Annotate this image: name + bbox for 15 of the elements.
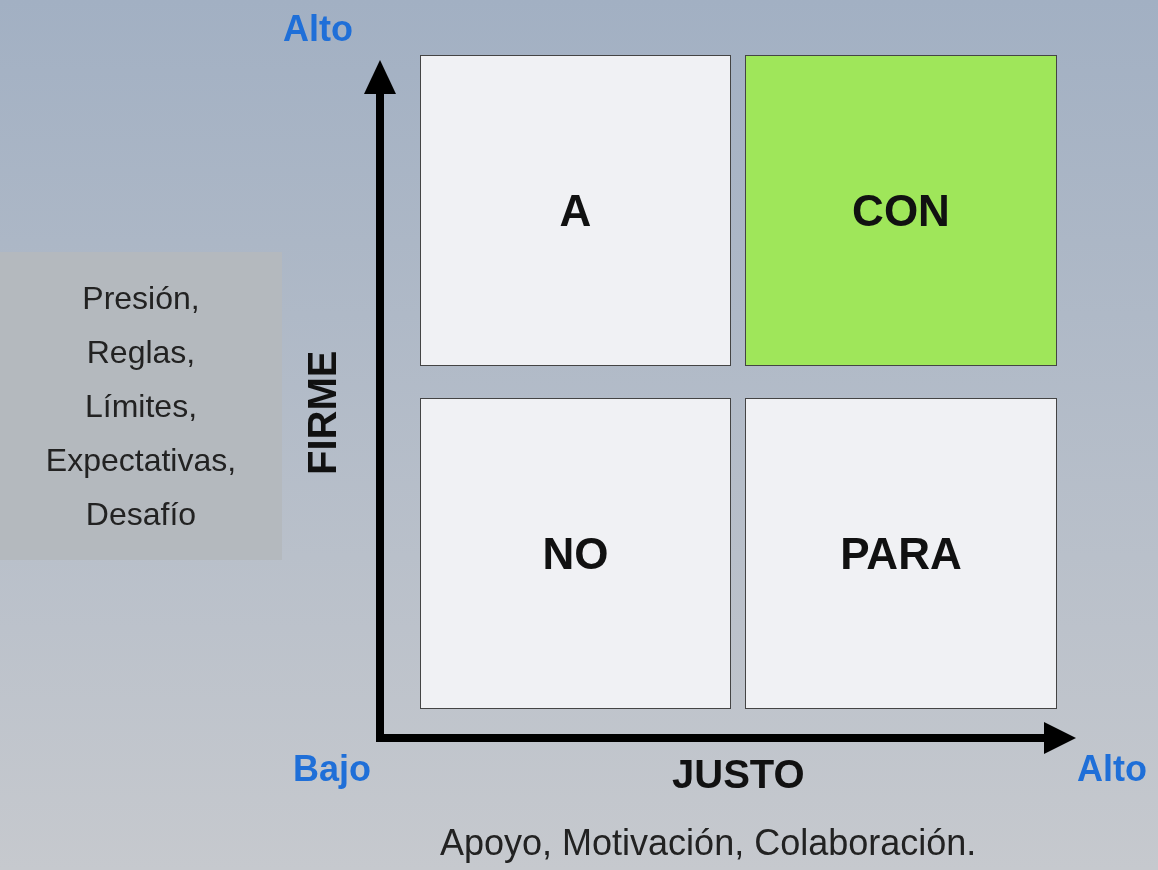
quadrant-box [420, 55, 731, 366]
axis-low-label: Bajo [293, 748, 371, 790]
axis-high-label: Alto [1077, 748, 1147, 790]
quadrant-label: PARA [840, 528, 962, 579]
quadrant-label: NO [542, 528, 609, 579]
note-text: Presión, Reglas, Límites, Expectativas, Desafío [44, 279, 238, 534]
axis-high-label: Alto [283, 8, 353, 50]
axis-title: FIRME [300, 350, 345, 475]
quadrant-box [420, 398, 731, 709]
quadrant-box [745, 398, 1057, 709]
axis-description: Apoyo, Motivación, Colaboración. [440, 822, 977, 864]
quadrant-label: CON [852, 185, 950, 236]
quadrant-box [745, 55, 1057, 366]
axis-title: JUSTO [672, 752, 805, 797]
quadrant-label: A [559, 185, 592, 236]
